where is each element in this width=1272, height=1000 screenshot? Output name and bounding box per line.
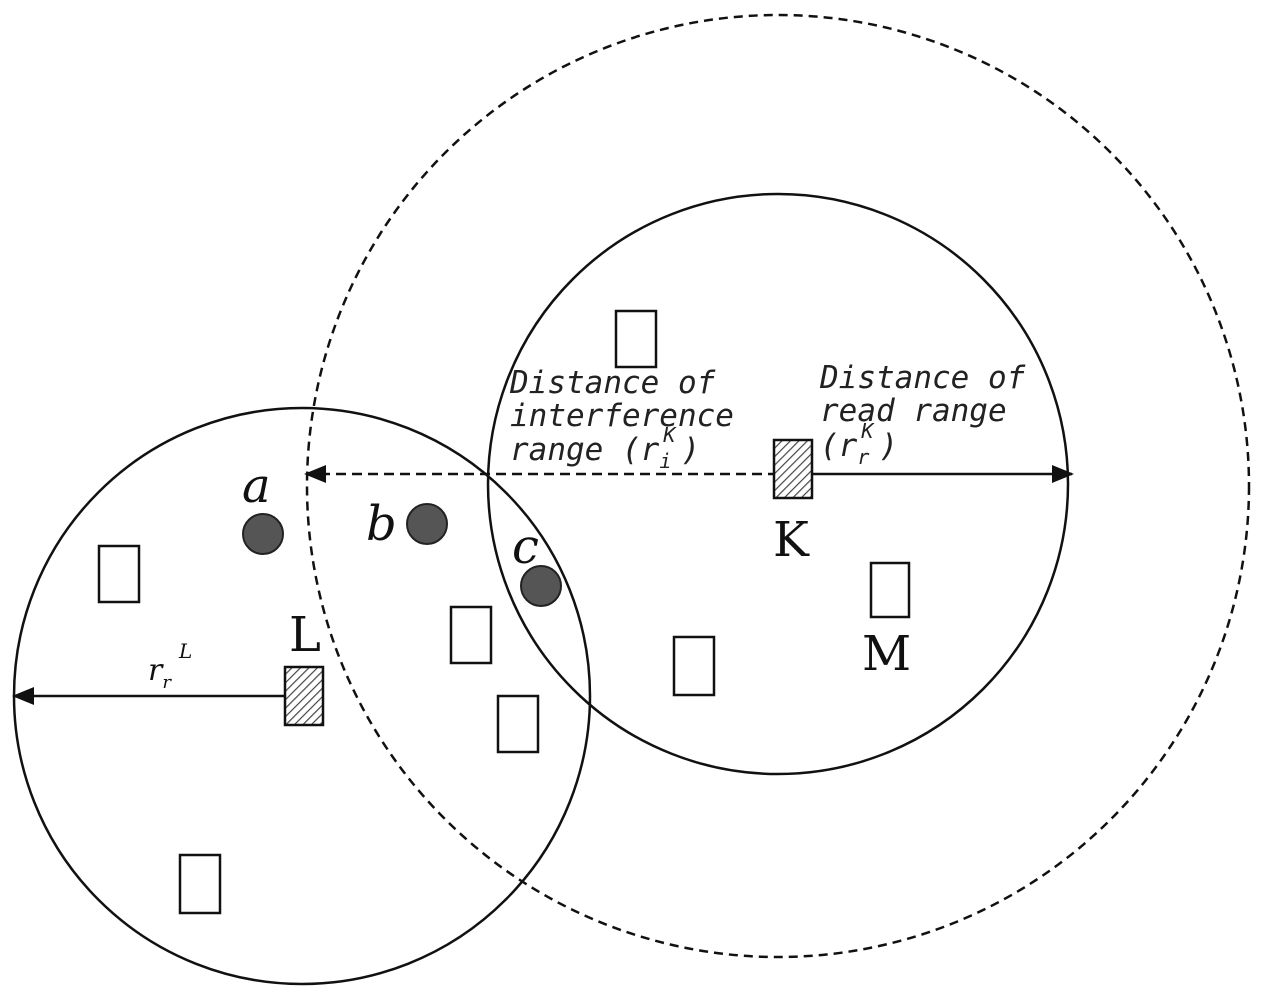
tag-M-label: M (862, 626, 911, 682)
interference-range-circle-K (305, 13, 1251, 959)
interference-range-annotation: Distance of interference range (riK) (509, 365, 734, 473)
tag-c-label: c (512, 519, 539, 575)
interference-sub: i (659, 449, 671, 473)
tag-icon (97, 544, 141, 604)
tag-icon (672, 635, 716, 697)
L-read-range-label: rrL (148, 639, 192, 693)
interference-line-2: interference (510, 398, 734, 434)
tag-a-label: a (242, 458, 271, 514)
tag-icon (496, 694, 540, 754)
interference-prefix: range (r (510, 432, 660, 468)
tag-icon (614, 309, 658, 369)
L-read-sub: r (162, 672, 172, 693)
interference-suffix: ) (681, 432, 700, 468)
read-line-1: Distance of (819, 360, 1026, 396)
reader-K-label: K (773, 512, 810, 568)
tag-M-icon (869, 561, 911, 619)
L-read-sup: L (178, 639, 192, 663)
read-range-annotation: Distance of read range (rrK) (819, 360, 1026, 469)
interference-line-1: Distance of (509, 365, 716, 401)
read-sup: K (860, 419, 875, 443)
read-sub: r (857, 445, 869, 469)
interference-line-3: range (riK) (510, 423, 700, 473)
tag-icon (178, 853, 222, 915)
reader-L-label: L (289, 607, 321, 663)
read-suffix: ) (879, 428, 898, 464)
tag-b-label: b (366, 496, 397, 552)
L-read-base: r (148, 653, 164, 688)
tag-b-dot (406, 503, 448, 545)
read-line-2: read range (820, 393, 1007, 429)
tag-c-dot (520, 565, 562, 607)
reader-K-icon (772, 438, 814, 500)
interference-sup: K (662, 423, 677, 447)
read-prefix: (r (820, 428, 858, 464)
read-line-3: (rrK) (820, 419, 898, 469)
tag-a-dot (242, 513, 284, 555)
reader-L-icon (283, 665, 325, 727)
tag-icon (449, 605, 493, 665)
read-range-circle-K (486, 192, 1070, 776)
